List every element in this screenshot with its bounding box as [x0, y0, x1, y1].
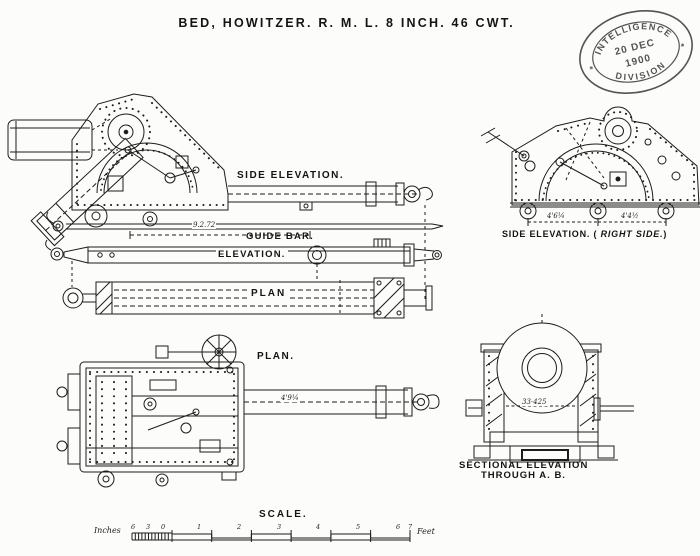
- scale-inch-tick: 6: [131, 523, 136, 531]
- scale-inch-tick: 3: [146, 523, 151, 531]
- label-guide-bar: GUIDE BAR.: [246, 231, 314, 242]
- right-side-elevation-drawing: [480, 106, 700, 226]
- scale-feet-unit: Feet: [417, 527, 435, 536]
- stamp-right-asterisk: *: [680, 41, 686, 52]
- label-right-side-elevation: SIDE ELEVATION. ( RIGHT SIDE.): [502, 229, 667, 239]
- scale-foot-tick: 4: [316, 523, 321, 531]
- label-side-elevation: SIDE ELEVATION.: [237, 170, 345, 181]
- label-guide-bar-elevation: ELEVATION.: [216, 249, 288, 260]
- side-elevation-drawing: [7, 93, 444, 247]
- label-bed-plan: PLAN.: [257, 351, 295, 362]
- dimension-right-side-left: 4'6¼: [546, 212, 566, 220]
- stamp-left-asterisk: *: [589, 64, 595, 75]
- dimension-right-side-right: 4'4½: [620, 212, 640, 220]
- label-right-side-italic: RIGHT SIDE.: [600, 229, 664, 239]
- label-sectional-elevation-line2: THROUGH A. B.: [481, 470, 566, 481]
- label-right-side-suffix: ): [663, 229, 668, 239]
- stamp-date-line2: 1900: [624, 53, 652, 70]
- scale-bar-drawing: [131, 530, 411, 542]
- scale-foot-tick: 3: [277, 523, 282, 531]
- label-guide-bar-plan: PLAN: [249, 288, 289, 299]
- guide-bar-elevation-drawing: [45, 238, 442, 287]
- guide-bar-plan-drawing: [62, 277, 433, 319]
- scale-foot-tick: 2: [237, 523, 242, 531]
- sheet-title: BED, HOWITZER. R. M. L. 8 INCH. 46 CWT.: [178, 16, 515, 30]
- scale-foot-tick: 7: [408, 523, 413, 531]
- scale-foot-tick: 5: [356, 523, 361, 531]
- dimension-guide-bar-length: 9.2.72: [192, 221, 217, 229]
- label-sectional-elevation-line1: SECTIONAL ELEVATION: [459, 460, 589, 471]
- intelligence-division-stamp: INTELLIGENCE DIVISION 20 DEC 1900 * *: [579, 10, 693, 94]
- dimension-bed-plan-tail: 4'9¼: [280, 394, 300, 402]
- scale-foot-tick: 1: [197, 523, 202, 531]
- bed-plan-drawing: [56, 205, 440, 488]
- label-right-side-prefix: SIDE ELEVATION. (: [502, 229, 601, 239]
- scale-foot-tick: 6: [396, 523, 401, 531]
- scale-inch-tick: 0: [161, 523, 166, 531]
- scale-inches-unit: Inches: [94, 526, 121, 535]
- sectional-elevation-drawing: [465, 314, 634, 463]
- label-scale-title: SCALE.: [259, 509, 308, 520]
- dimension-sectional-width: 33·425: [521, 398, 548, 406]
